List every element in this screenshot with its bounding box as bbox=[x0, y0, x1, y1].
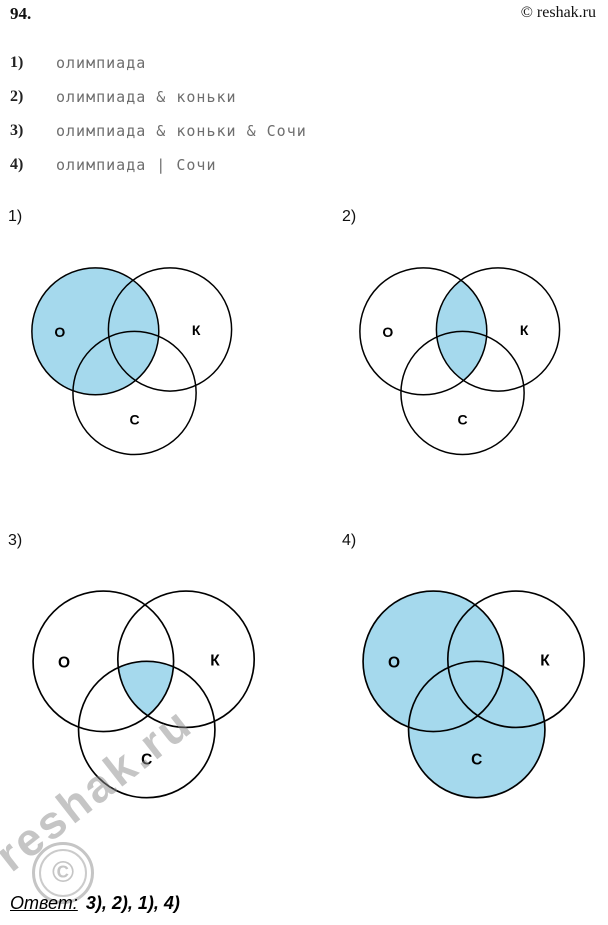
circle-k bbox=[107, 267, 233, 392]
query-number: 3) bbox=[10, 122, 24, 139]
label-o: О bbox=[58, 655, 70, 672]
query-text: олимпиада & коньки & Сочи bbox=[56, 122, 307, 140]
label-k: К bbox=[520, 322, 529, 338]
label-c: С bbox=[141, 752, 152, 769]
label-c: С bbox=[471, 752, 482, 769]
answer-value: 3), 2), 1), 4) bbox=[85, 893, 180, 913]
diagram-label-1: 1) bbox=[8, 208, 23, 225]
query-number: 2) bbox=[10, 88, 24, 105]
label-k: К bbox=[210, 652, 220, 669]
diagram-label-3: 3) bbox=[8, 532, 23, 549]
site-copyright: © reshak.ru bbox=[520, 4, 596, 21]
query-text: олимпиада | Сочи bbox=[56, 156, 217, 174]
venn-diagram-2: О К С bbox=[359, 267, 561, 456]
circle-k bbox=[116, 590, 256, 729]
query-list: 1) олимпиада 2) олимпиада & коньки 3) ол… bbox=[10, 46, 307, 182]
region-c-fill bbox=[408, 661, 545, 798]
query-item: 3) олимпиада & коньки & Сочи bbox=[10, 114, 307, 148]
label-o: О bbox=[388, 655, 400, 672]
label-o: О bbox=[382, 324, 393, 340]
label-o: О bbox=[54, 324, 65, 340]
query-number: 4) bbox=[10, 156, 24, 173]
region-o-fill bbox=[31, 267, 159, 395]
label-k: К bbox=[192, 322, 201, 338]
circle-o bbox=[362, 590, 505, 733]
label-c: С bbox=[129, 412, 139, 428]
diagram-label-4: 4) bbox=[342, 532, 357, 549]
circle-o bbox=[32, 590, 175, 733]
circle-k bbox=[446, 590, 586, 729]
venn-diagram-4: О К С bbox=[362, 590, 586, 799]
circle-c bbox=[407, 660, 546, 799]
circle-k bbox=[435, 267, 561, 392]
answer-line: Ответ: 3), 2), 1), 4) bbox=[10, 893, 180, 914]
label-k: К bbox=[540, 652, 550, 669]
region-ok-fill bbox=[436, 267, 487, 392]
query-item: 1) олимпиада bbox=[10, 46, 307, 80]
query-item: 4) олимпиада | Сочи bbox=[10, 148, 307, 182]
query-text: олимпиада bbox=[56, 54, 147, 72]
diagram-label-2: 2) bbox=[342, 208, 357, 225]
problem-number: 94. bbox=[10, 4, 32, 23]
query-item: 2) олимпиада & коньки bbox=[10, 80, 307, 114]
venn-diagram-1: О К С bbox=[31, 267, 233, 456]
circle-o bbox=[31, 267, 160, 396]
label-c: С bbox=[457, 412, 467, 428]
circle-c bbox=[77, 660, 216, 799]
circle-o bbox=[359, 267, 488, 396]
query-text: олимпиада & коньки bbox=[56, 88, 237, 106]
query-number: 1) bbox=[10, 54, 24, 71]
answer-label: Ответ: bbox=[10, 893, 78, 913]
circle-c bbox=[400, 330, 525, 456]
venn-diagram-3: О К С bbox=[32, 590, 256, 799]
circle-c bbox=[72, 330, 197, 456]
